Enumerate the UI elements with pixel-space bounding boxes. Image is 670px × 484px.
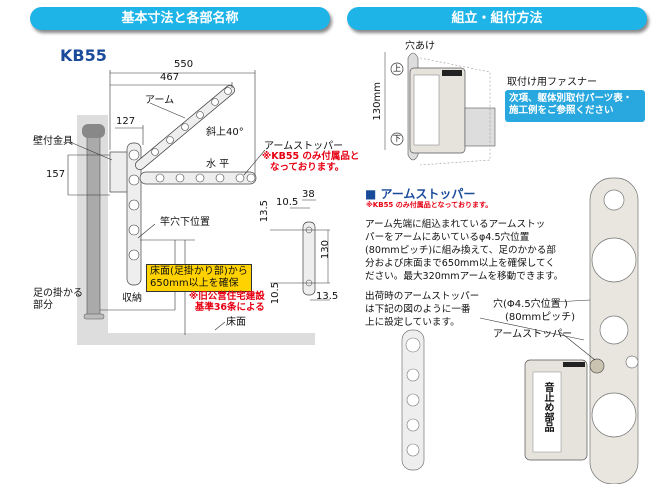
- stopper-section-note: ※KB55 のみ付属品となっております。: [366, 201, 493, 209]
- label-storage: 収納: [122, 293, 142, 304]
- label-silencer: 音止め部品: [542, 382, 553, 432]
- model-name: KB55: [60, 46, 107, 65]
- dim-127: 127: [116, 116, 136, 127]
- stopper-part: [589, 358, 605, 374]
- shipping-paragraph: 出荷時のアームストッパー は下記の図のように一番 上に設定しています。: [365, 290, 479, 329]
- floor-box-line: 床面(足掛かり部)から: [150, 266, 248, 277]
- label-fastener: 取付け用ファスナー: [507, 77, 597, 88]
- foot-part-line: 部分: [33, 300, 53, 311]
- label-stopper-right: アームストッパー: [493, 329, 573, 340]
- info-box: 次項、躯体別取付パーツ表・施工例をご参照ください: [505, 90, 645, 122]
- stopper-note-line: ※KB55 のみ付属品と: [262, 151, 360, 162]
- label-wall-bracket: 壁付金具: [33, 136, 73, 147]
- label-pole-hole: 竿穴下位置: [160, 217, 210, 228]
- dim-157: 157: [46, 169, 66, 180]
- para-line: 分および床面まで650mm以上を確保してく: [365, 258, 555, 269]
- ship-line: は下記の図のように一番: [365, 304, 471, 315]
- para-line: (80mmピッチ)に組み換えて、足のかかる部: [365, 245, 556, 256]
- dim-550: 550: [174, 59, 194, 70]
- para-line: パーをアームにあいているφ4.5穴位置: [365, 232, 530, 243]
- regulation-note: ※旧公営住宅建設基準36条による: [189, 291, 265, 313]
- dim-38: 38: [302, 189, 315, 200]
- label-incline: 斜上40°: [206, 127, 244, 138]
- dim-130: 130: [320, 240, 331, 260]
- bottom-mark: 下: [393, 134, 401, 143]
- foot-part: [83, 313, 105, 320]
- label-foot-part: 足の掛かる部分: [33, 288, 83, 312]
- label-hole-pitch: (80mmピッチ): [505, 312, 576, 323]
- top-mark: 上: [393, 64, 401, 73]
- floor-box-line: 650mm以上を確保: [150, 278, 239, 289]
- dim-10-5-top: 10.5: [276, 197, 299, 208]
- stopper-section-title: ■ アームストッパー: [365, 187, 476, 201]
- ship-line: 出荷時のアームストッパー: [365, 291, 480, 302]
- left-section-header: 基本寸法と各部名称: [30, 7, 330, 30]
- dim-467: 467: [160, 72, 180, 83]
- floor-surface: [77, 333, 315, 345]
- stopper-note-line: なっております。: [270, 162, 345, 173]
- right-section-header: 組立・組付方法: [347, 7, 647, 30]
- stopper-bracket-detail: [302, 221, 316, 296]
- dim-13-5-top: 13.5: [259, 200, 270, 223]
- pole-cap: [82, 124, 105, 138]
- dim-13-5-bottom: 13.5: [316, 291, 339, 302]
- foot-part-line: 足の掛かる: [33, 288, 83, 299]
- regulation-line: ※旧公営住宅建設: [189, 291, 265, 302]
- label-horizontal: 水 平: [206, 159, 230, 170]
- stopper-note: ※KB55 のみ付属品となっております。: [262, 151, 359, 173]
- label-hole-position: 穴(Φ4.5穴位置 ): [493, 299, 568, 310]
- wall-bracket: [109, 151, 129, 193]
- info-line: 施工例をご参照ください: [509, 105, 614, 116]
- para-line: ださい。最大320mmアームを移動できます。: [365, 271, 564, 282]
- label-drill: 穴あけ: [405, 41, 435, 52]
- label-arm: アーム: [145, 95, 175, 106]
- info-line: 次項、躯体別取付パーツ表・: [509, 93, 633, 104]
- stopper-paragraph: アーム先端に組込まれているアームストッ パーをアームにあいているφ4.5穴位置 …: [365, 218, 563, 283]
- regulation-line: 基準36条による: [194, 302, 265, 313]
- dim-130mm: 130mm: [372, 82, 383, 121]
- para-line: アーム先端に組込まれているアームストッ: [365, 219, 546, 230]
- dim-10-5-bottom: 10.5: [270, 282, 281, 305]
- pole: [86, 134, 101, 318]
- label-floor: 床面: [226, 317, 246, 328]
- label-arm-stopper: アームストッパー: [264, 141, 344, 152]
- ship-line: 上に設定しています。: [365, 317, 460, 328]
